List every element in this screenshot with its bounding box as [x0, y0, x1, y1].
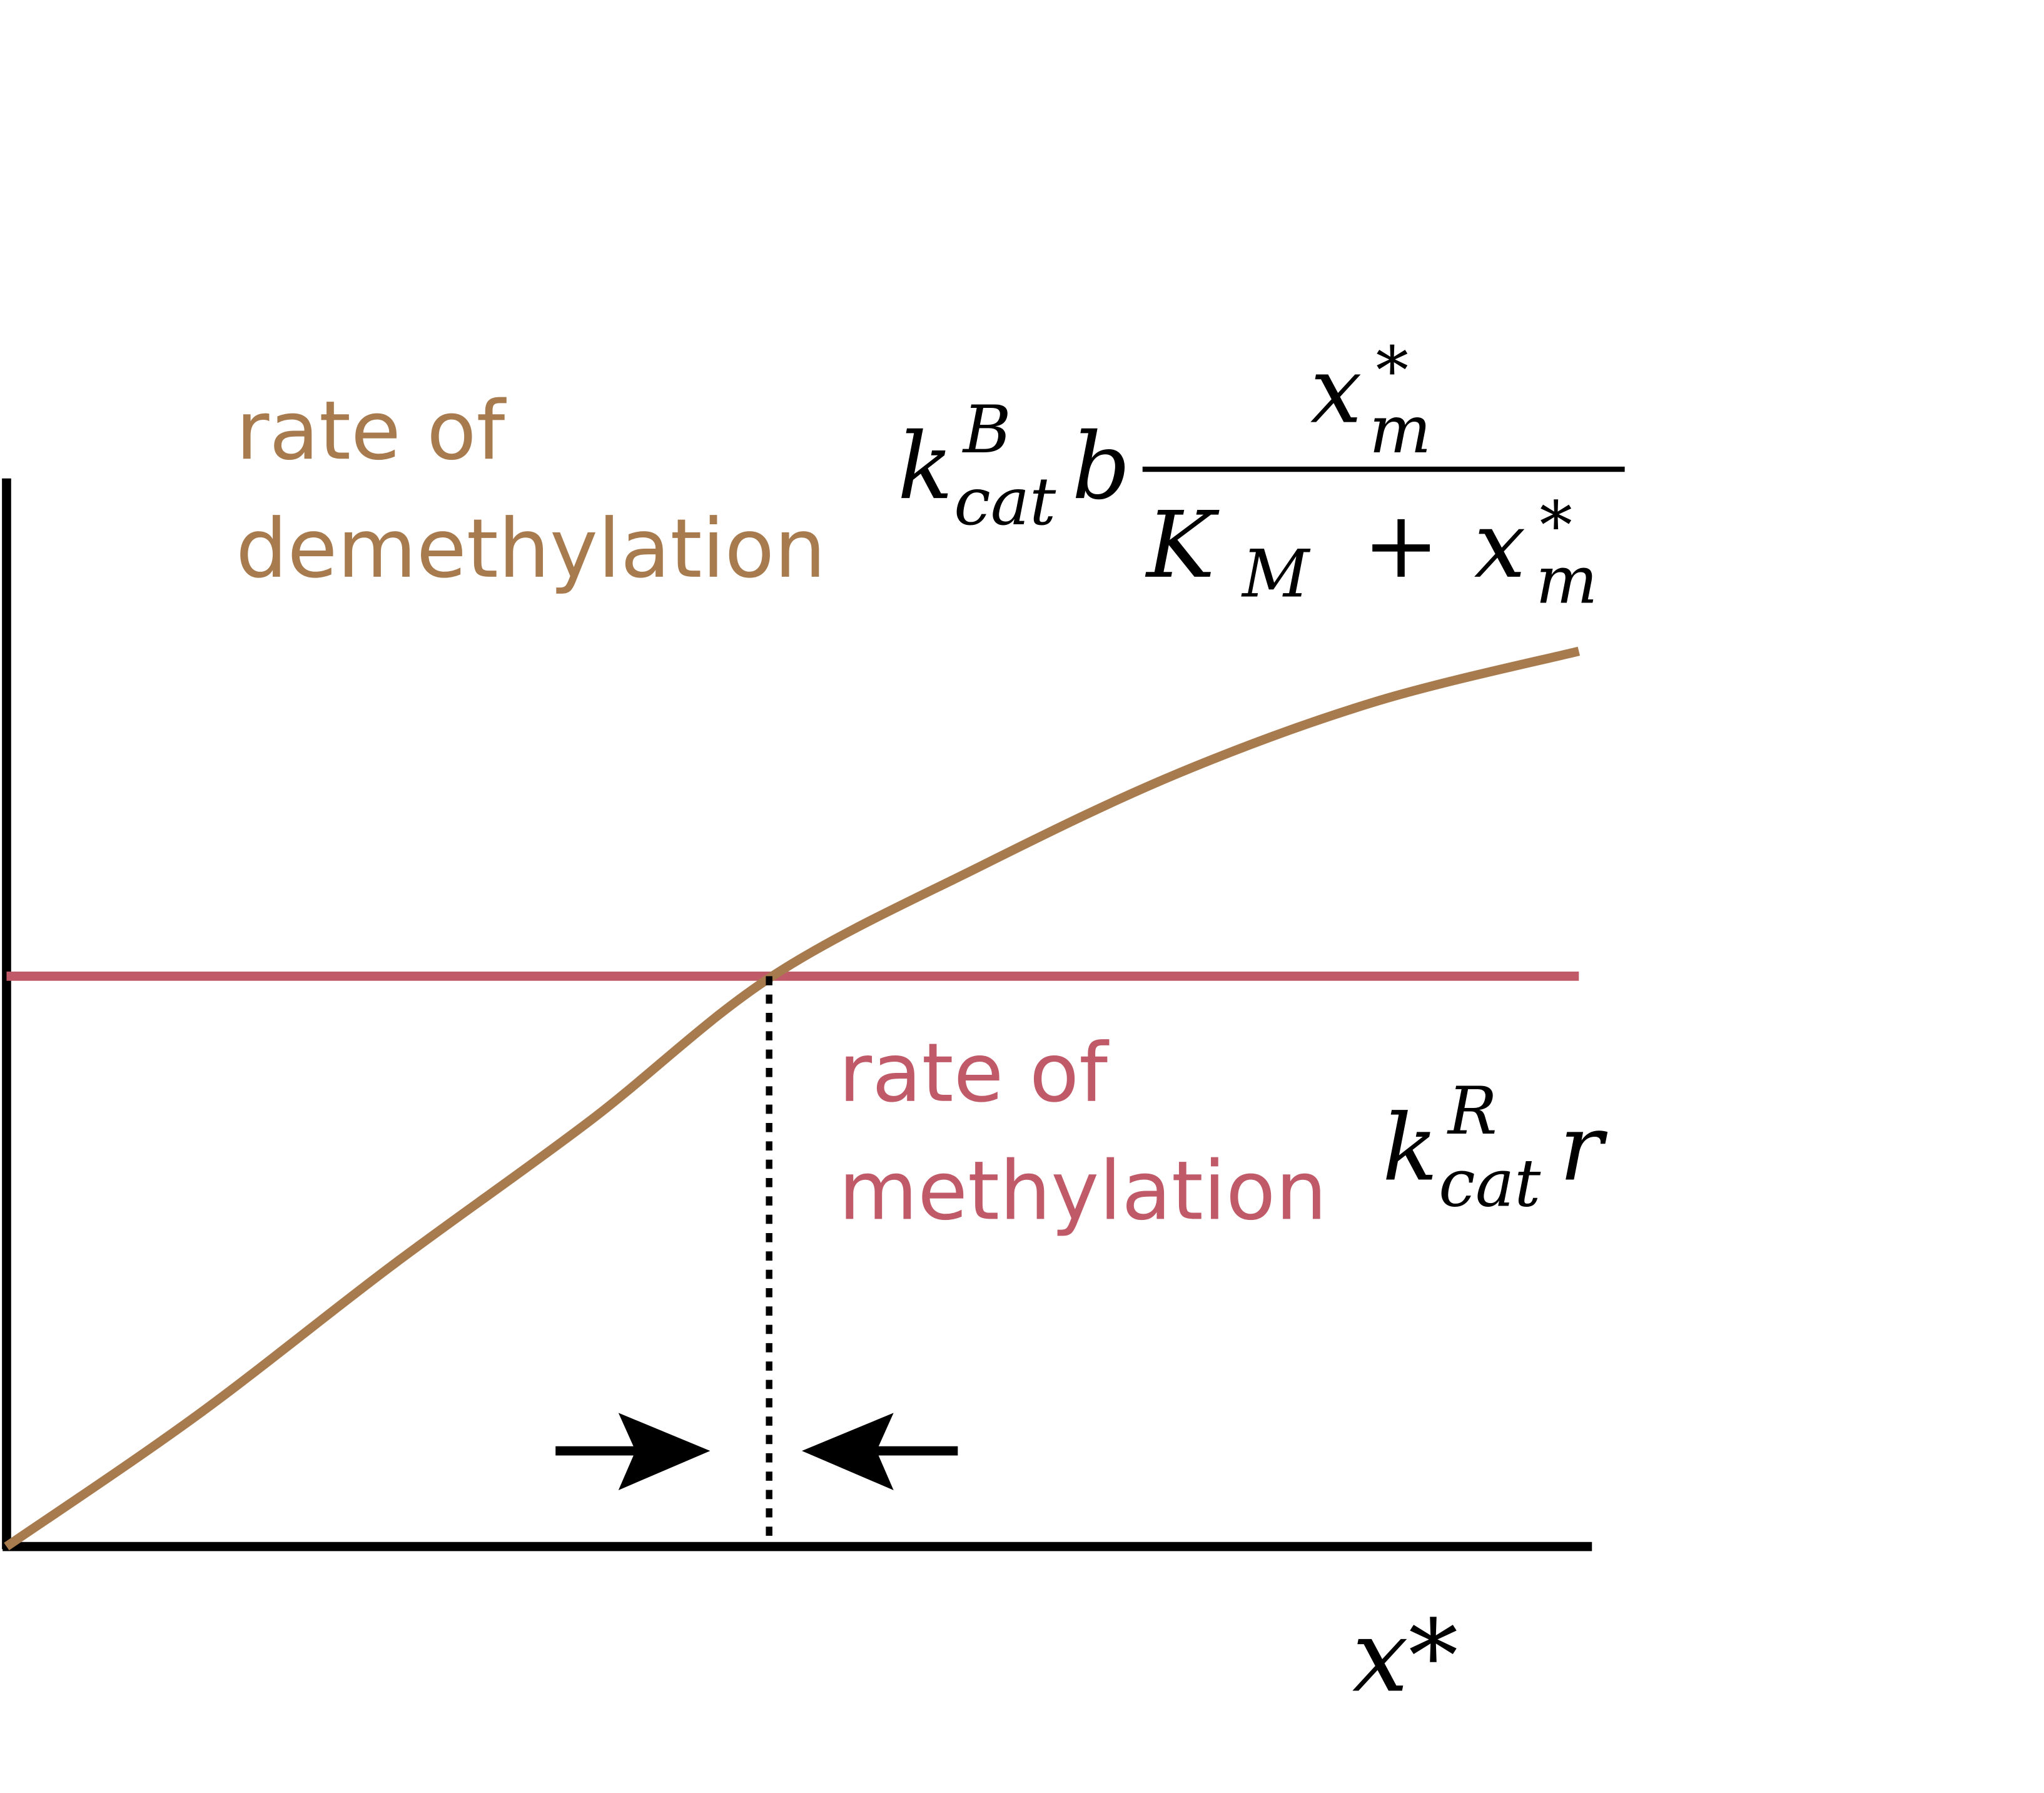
svg-text:R: R — [1447, 1073, 1497, 1149]
demethylation-label-line1: rate of — [236, 383, 507, 478]
x-axis-label: x* — [1352, 1598, 1458, 1714]
methylation-label-line1: rate of — [839, 1025, 1110, 1120]
svg-text:+: + — [1363, 492, 1440, 599]
svg-text:*: * — [1376, 333, 1409, 409]
svg-text:x: x — [1310, 337, 1362, 444]
methylation-formula: k R cat r — [1382, 1073, 1608, 1221]
svg-text:*: * — [1539, 487, 1572, 564]
demethylation-label-line2: demethylation — [236, 501, 826, 596]
svg-text:cat: cat — [954, 464, 1056, 540]
svg-text:r: r — [1559, 1094, 1608, 1201]
methylation-label-line2: methylation — [839, 1143, 1327, 1238]
right-pointing-arrow-icon — [555, 1413, 711, 1490]
svg-text:x: x — [1474, 492, 1526, 599]
svg-text:b: b — [1072, 413, 1131, 520]
svg-text:K: K — [1145, 492, 1220, 599]
svg-text:M: M — [1241, 536, 1311, 612]
svg-text:k: k — [1382, 1094, 1438, 1201]
svg-text:cat: cat — [1439, 1145, 1541, 1221]
svg-text:B: B — [962, 392, 1011, 468]
demethylation-formula: k B cat b x * m K M + x * m — [898, 333, 1625, 619]
svg-text:m: m — [1369, 392, 1431, 468]
demethylation-rate-curve — [4, 646, 1581, 1551]
svg-text:m: m — [1536, 542, 1597, 619]
left-pointing-arrow-icon — [802, 1413, 958, 1490]
svg-text:k: k — [898, 413, 953, 520]
